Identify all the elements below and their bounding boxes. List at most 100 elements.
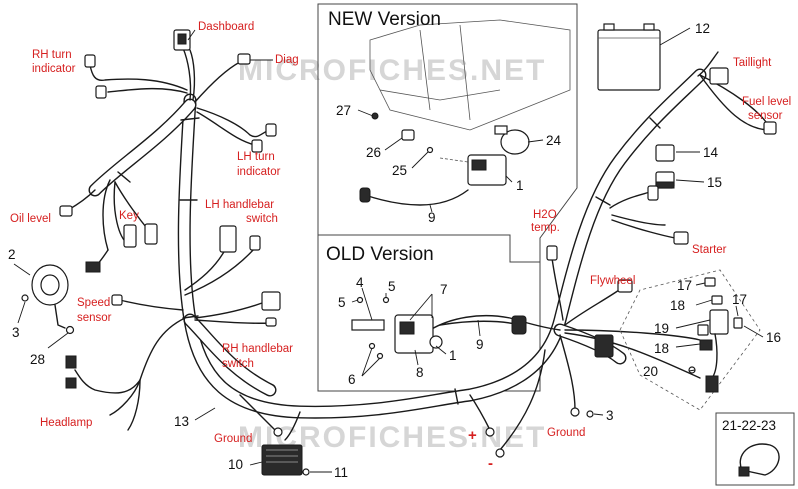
label-plus: + bbox=[468, 427, 477, 444]
oil-level-connector bbox=[59, 205, 73, 217]
label-lh-turn-1: LH turn bbox=[237, 151, 275, 163]
num-19: 19 bbox=[654, 321, 669, 336]
num-25: 25 bbox=[392, 163, 407, 178]
wires bbox=[67, 47, 771, 451]
num-1-new: 1 bbox=[516, 178, 524, 193]
num-10: 10 bbox=[228, 457, 243, 472]
num-18b: 18 bbox=[654, 341, 669, 356]
num-16: 16 bbox=[766, 330, 781, 345]
battery-minus-ring bbox=[495, 448, 505, 458]
fuel-level-connector bbox=[763, 121, 777, 135]
old-screw-5b bbox=[356, 296, 364, 304]
new-ecu bbox=[467, 154, 507, 186]
num-5a: 5 bbox=[338, 295, 346, 310]
num-8: 8 bbox=[416, 365, 424, 380]
label-dashboard: Dashboard bbox=[198, 21, 254, 33]
label-minus: - bbox=[488, 455, 493, 472]
rh-turn-connectors bbox=[84, 54, 107, 99]
label-speed-1: Speed bbox=[77, 297, 110, 309]
num-11: 11 bbox=[334, 465, 348, 480]
dashboard-connector bbox=[173, 29, 191, 51]
num-17a: 17 bbox=[677, 278, 692, 293]
label-rh-turn-1: RH turn bbox=[32, 49, 72, 61]
num-12: 12 bbox=[695, 21, 710, 36]
flywheel-connector bbox=[617, 279, 633, 293]
main-harness bbox=[88, 68, 707, 419]
label-rh-switch-1: RH handlebar bbox=[222, 343, 293, 355]
label-starter: Starter bbox=[692, 244, 727, 256]
nut-28 bbox=[65, 325, 75, 335]
num-14: 14 bbox=[703, 145, 719, 160]
watermark-top: MICROFICHES.NET bbox=[238, 54, 546, 87]
label-diag: Diag bbox=[275, 54, 299, 66]
label-headlamp: Headlamp bbox=[40, 417, 92, 429]
starter-connector bbox=[673, 231, 689, 245]
ecu-connector bbox=[594, 334, 614, 358]
num-1-old: 1 bbox=[449, 348, 457, 363]
voltage-regulator bbox=[261, 444, 310, 476]
label-ground-right: Ground bbox=[547, 427, 585, 439]
relay-15 bbox=[655, 171, 675, 189]
label-h2o-1: H2O bbox=[533, 209, 557, 221]
label-h2o-2: temp. bbox=[531, 222, 560, 234]
old-bracket bbox=[351, 319, 385, 331]
label-taillight: Taillight bbox=[733, 57, 772, 69]
num-9-new: 9 bbox=[428, 210, 436, 225]
ground-ring-left bbox=[273, 427, 283, 437]
old-screw-6b bbox=[376, 352, 384, 360]
label-ground-left: Ground bbox=[214, 433, 252, 445]
num-15: 15 bbox=[707, 175, 722, 190]
num-28: 28 bbox=[30, 352, 45, 367]
num-6: 6 bbox=[348, 372, 356, 387]
old-ecu bbox=[394, 314, 443, 354]
label-lh-switch-1: LH handlebar bbox=[205, 199, 274, 211]
battery-plus-ring bbox=[485, 427, 495, 437]
num-5b: 5 bbox=[388, 279, 396, 294]
num-13: 13 bbox=[174, 414, 189, 429]
rh-switch-connector bbox=[265, 317, 277, 327]
label-fuel-1: Fuel level bbox=[742, 96, 791, 108]
battery bbox=[597, 23, 661, 91]
old-screw-5a bbox=[382, 296, 390, 304]
new-bushing-26 bbox=[401, 129, 415, 141]
num-3-right: 3 bbox=[606, 408, 614, 423]
relay-plugs bbox=[647, 185, 659, 201]
fuse-box-group bbox=[619, 269, 761, 411]
lh-switch-connectors bbox=[219, 225, 281, 311]
label-rh-turn-2: indicator bbox=[32, 63, 76, 75]
diag-connector bbox=[237, 53, 251, 65]
label-flywheel: Flywheel bbox=[590, 275, 635, 287]
num-3-left: 3 bbox=[12, 325, 20, 340]
headlamp-connectors bbox=[65, 355, 77, 389]
frame-sketch bbox=[369, 19, 571, 131]
taillight-connector bbox=[709, 67, 729, 85]
leader-lines bbox=[13, 27, 764, 473]
cable-tie bbox=[738, 443, 780, 477]
old-version-panel bbox=[317, 234, 541, 392]
num-24: 24 bbox=[546, 133, 562, 148]
num-9-old: 9 bbox=[476, 337, 484, 352]
num-7: 7 bbox=[440, 282, 448, 297]
screw-3-right bbox=[586, 410, 594, 418]
old-version-title: OLD Version bbox=[326, 244, 434, 265]
lh-turn-connectors bbox=[251, 123, 277, 153]
label-fuel-2: sensor bbox=[748, 110, 783, 122]
old-screw-6a bbox=[368, 342, 376, 350]
num-2: 2 bbox=[8, 247, 16, 262]
num-4: 4 bbox=[356, 275, 364, 290]
num-27: 27 bbox=[336, 103, 351, 118]
new-version-title: NEW Version bbox=[328, 9, 441, 30]
new-spark-cap bbox=[359, 187, 371, 203]
label-rh-switch-2: switch bbox=[222, 358, 254, 370]
new-screw-25 bbox=[426, 146, 434, 154]
relay-14 bbox=[655, 144, 675, 162]
label-key: Key bbox=[119, 210, 139, 222]
horn bbox=[31, 264, 69, 329]
label-oil-level: Oil level bbox=[10, 213, 51, 225]
num-20: 20 bbox=[643, 364, 658, 379]
label-speed-2: sensor bbox=[77, 312, 112, 324]
ground-ring-right bbox=[570, 407, 580, 417]
num-26: 26 bbox=[366, 145, 381, 160]
